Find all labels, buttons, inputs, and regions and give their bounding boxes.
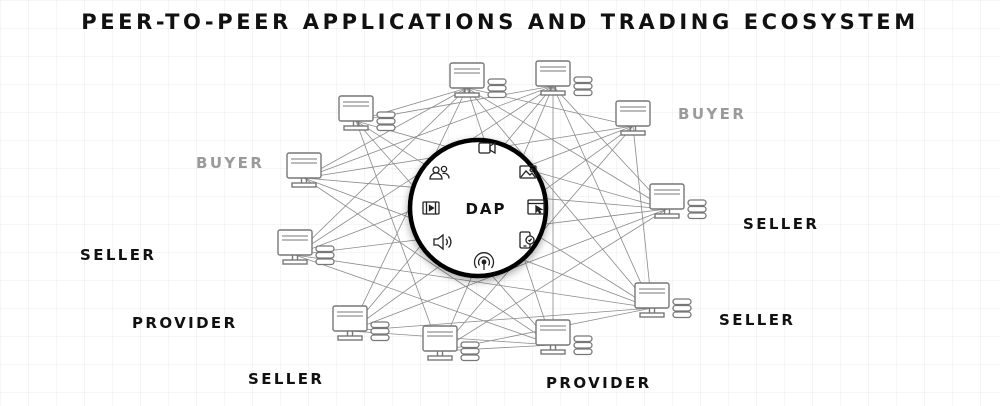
computer-with-database-icon[interactable] <box>332 305 390 342</box>
role-label-seller-bottom: SELLER <box>248 370 325 388</box>
role-label-seller-right-top: SELLER <box>743 215 820 233</box>
computer-with-database-icon[interactable] <box>449 62 507 99</box>
network-link <box>303 177 554 346</box>
computer-with-database-icon[interactable] <box>634 282 692 319</box>
dap-hub[interactable]: DAP <box>407 137 549 279</box>
computer-with-database-icon[interactable] <box>535 60 593 97</box>
computer-with-database-icon[interactable] <box>535 319 593 356</box>
computer-with-database-icon[interactable] <box>649 183 707 220</box>
network-link <box>439 344 554 352</box>
network-link <box>294 254 653 309</box>
role-label-provider-left: PROVIDER <box>132 314 238 332</box>
role-label-buyer-left: BUYER <box>196 154 265 172</box>
network-link <box>466 87 668 210</box>
network-link <box>303 85 554 179</box>
diagram-title: PEER-TO-PEER APPLICATIONS AND TRADING EC… <box>81 10 919 34</box>
computer-icon[interactable] <box>286 152 322 188</box>
network-link <box>439 208 668 352</box>
network-link <box>632 125 653 309</box>
role-label-buyer-right: BUYER <box>678 105 747 123</box>
computer-with-database-icon[interactable] <box>338 95 396 132</box>
role-label-provider-bottom: PROVIDER <box>546 374 652 392</box>
broadcast-icon <box>473 252 495 270</box>
network-link <box>466 87 653 309</box>
network-link <box>355 120 441 352</box>
network-link <box>349 307 653 332</box>
network-link <box>294 87 468 256</box>
role-label-seller-right-bottom: SELLER <box>719 311 796 329</box>
role-label-seller-left: SELLER <box>80 246 157 264</box>
users-icon <box>429 165 450 180</box>
network-link <box>355 87 468 122</box>
browser-cursor-icon <box>527 199 545 215</box>
computer-with-database-icon[interactable] <box>422 325 480 362</box>
video-camera-icon <box>478 141 496 155</box>
network-link <box>294 254 554 346</box>
network-link <box>552 85 653 309</box>
hub-label: DAP <box>465 200 506 218</box>
network-link <box>552 85 668 210</box>
mobile-app-icon <box>519 231 535 249</box>
network-link <box>303 87 468 179</box>
image-icon <box>519 165 537 179</box>
computer-icon[interactable] <box>615 100 651 136</box>
film-strip-icon <box>422 201 440 215</box>
speaker-icon <box>433 233 452 251</box>
